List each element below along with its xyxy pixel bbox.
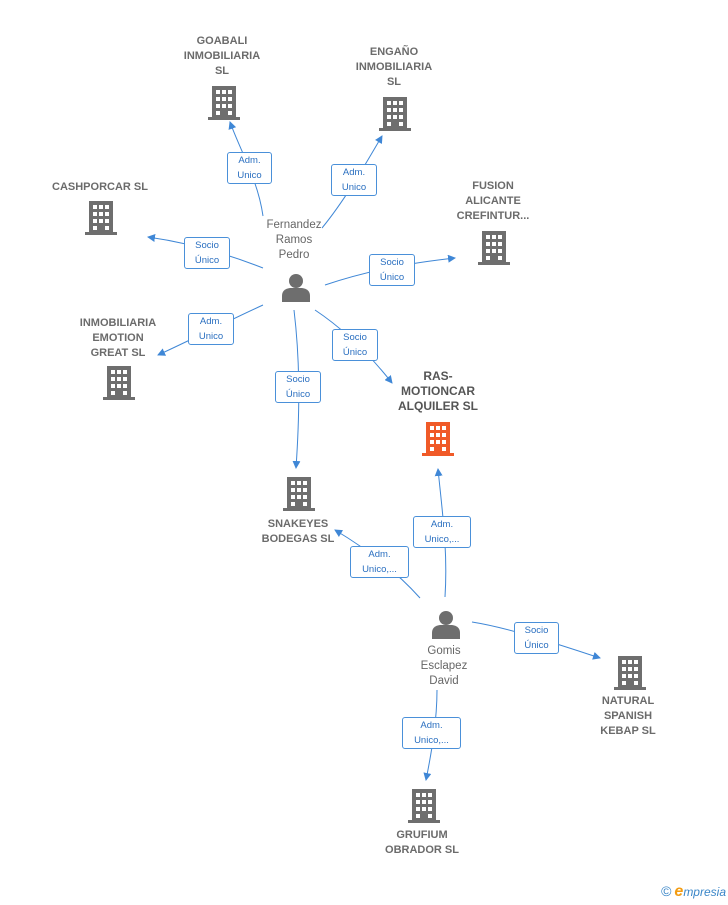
node-emotion-label[interactable]: INMOBILIARIA EMOTION GREAT SL: [79, 317, 157, 359]
edge-label-fernandez-snakeyes: Socio Único: [275, 371, 321, 403]
node-snakeyes-label[interactable]: SNAKEYES BODEGAS SL: [261, 518, 335, 545]
person-gomis-label[interactable]: Gomis Esclapez David: [420, 645, 468, 687]
node-cashporcar-label[interactable]: CASHPORCAR SL: [52, 181, 148, 193]
edge-label-fernandez-emotion: Adm. Unico: [188, 313, 234, 345]
edge-label-fernandez-goabali: Adm. Unico: [227, 152, 272, 184]
edge-label-fernandez-cashporcar: Socio Único: [184, 237, 230, 269]
cashporcar-building-icon: [85, 201, 117, 235]
natural-spanish-building-icon: [614, 656, 646, 690]
node-engano-label[interactable]: ENGAÑO INMOBILIARIA SL: [355, 46, 433, 88]
snakeyes-building-icon: [283, 477, 315, 511]
fusion-building-icon: [478, 231, 510, 265]
empresia-logo: ©empresia: [661, 883, 726, 901]
grufium-building-icon: [408, 789, 440, 823]
copyright-icon: ©: [661, 883, 672, 899]
person-fernandez-label[interactable]: Fernandez Ramos Pedro: [266, 219, 322, 261]
node-grufium-label[interactable]: GRUFIUM OBRADOR SL: [385, 829, 459, 856]
edge-label-gomis-grufium: Adm. Unico,...: [402, 717, 461, 749]
edge-label-gomis-ras: Adm. Unico,...: [413, 516, 471, 548]
edge-label-gomis-snakeyes: Adm. Unico,...: [350, 546, 409, 578]
edge-label-fernandez-ras: Socio Único: [332, 329, 378, 361]
edge-label-gomis-natural: Socio Único: [514, 622, 559, 654]
goabali-building-icon: [208, 86, 240, 120]
edge-label-fernandez-fusion: Socio Único: [369, 254, 415, 286]
engano-building-icon: [379, 97, 411, 131]
edge-label-fernandez-engano: Adm. Unico: [331, 164, 377, 196]
ras-motioncar-building-icon: [422, 422, 454, 456]
brand-name: mpresia: [683, 885, 726, 899]
node-fusion-label[interactable]: FUSION ALICANTE CREFINTUR...: [456, 180, 530, 222]
node-goabali-label[interactable]: GOABALI INMOBILIARIA SL: [183, 35, 261, 77]
fernandez-person-icon: [282, 274, 310, 302]
emotion-building-icon: [103, 366, 135, 400]
brand-initial: e: [674, 883, 684, 900]
node-ras-motioncar-label[interactable]: RAS- MOTIONCAR ALQUILER SL: [398, 369, 478, 413]
node-natural-spanish-label[interactable]: NATURAL SPANISH KEBAP SL: [600, 695, 656, 737]
gomis-person-icon: [432, 611, 460, 639]
